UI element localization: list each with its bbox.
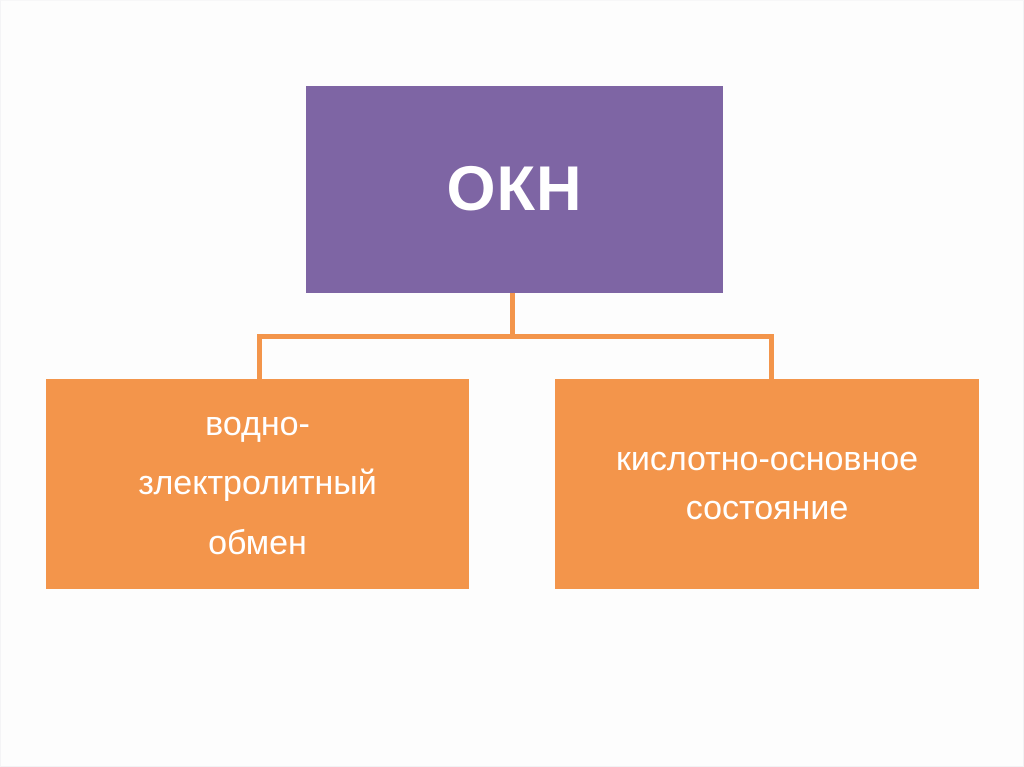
child-left-line-3: обмен: [208, 523, 307, 562]
child-left-line-1: водно-: [205, 405, 310, 444]
connector-horizontal-bar: [257, 334, 774, 339]
diagram-node-root-label: ОКН: [446, 153, 583, 224]
diagram-node-child-left-label: водно- злектролитный обмен: [128, 395, 386, 572]
child-left-line-2: злектролитный: [138, 464, 377, 503]
connector-stem: [510, 293, 515, 339]
child-right-line-2: состояние: [685, 489, 849, 527]
connector-drop-left: [257, 334, 262, 379]
diagram-node-child-water-electrolyte[interactable]: водно- злектролитный обмен: [46, 379, 469, 589]
diagram-node-root[interactable]: ОКН: [306, 86, 723, 293]
diagram-node-child-right-label: кислотно-основное состояние: [606, 435, 928, 534]
child-right-line-1: кислотно-основное: [615, 439, 919, 478]
diagram-node-child-acid-base[interactable]: кислотно-основное состояние: [555, 379, 979, 589]
connector-drop-right: [769, 334, 774, 379]
